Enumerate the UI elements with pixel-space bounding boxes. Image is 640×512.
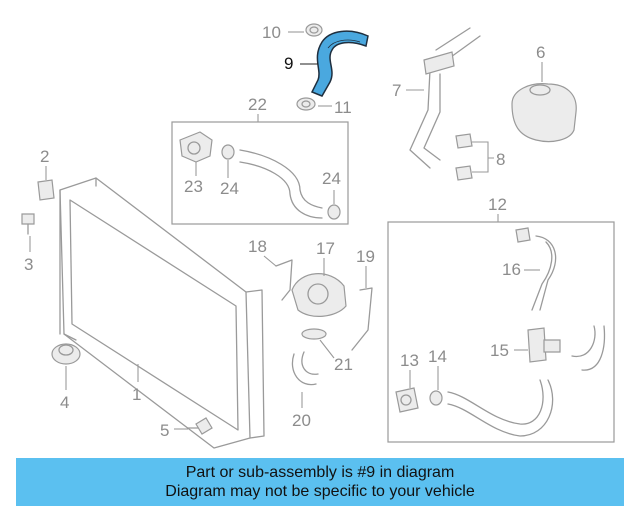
radiator-part-1 (59, 177, 265, 449)
callout-8: 8 (496, 150, 505, 169)
callout-12: 12 (488, 195, 507, 214)
expansion-tank-part-6 (511, 83, 577, 143)
water-pump-part-17 (291, 273, 347, 317)
pipe-assembly-part-7 (409, 27, 481, 169)
clamp-part-24a (221, 144, 235, 160)
banner-line-1: Part or sub-assembly is #9 in diagram (185, 464, 455, 481)
callout-7: 7 (392, 81, 401, 100)
bolt-part-3 (21, 213, 35, 235)
connectors-part-8 (455, 133, 473, 181)
bracket-part-2 (37, 179, 55, 201)
hose-right-box-12 (571, 325, 606, 371)
callout-24b: 24 (322, 169, 341, 188)
callout-11: 11 (334, 98, 352, 117)
clamp-part-11 (296, 97, 316, 111)
callout-23: 23 (184, 177, 203, 196)
callout-13: 13 (400, 351, 419, 370)
clamp-part-24b (327, 204, 341, 220)
flange-part-13 (395, 387, 419, 413)
elbow-hose-part-20 (291, 351, 319, 386)
bolt-part-5 (187, 417, 213, 435)
callout-3: 3 (24, 255, 33, 274)
callout-21: 21 (334, 355, 353, 374)
highlighted-hose-part-9[interactable] (310, 30, 369, 97)
clamp-part-10 (305, 23, 323, 37)
banner-line-2: Diagram may not be specific to your vehi… (165, 483, 475, 500)
callout-5: 5 (160, 421, 169, 440)
callout-4: 4 (60, 393, 69, 412)
callout-14: 14 (428, 347, 447, 366)
callout-24a: 24 (220, 179, 239, 198)
parts-diagram: 9 10 11 22 23 24 24 1 2 (21, 23, 615, 449)
seal-part-21 (301, 328, 327, 340)
mount-part-4 (51, 343, 81, 365)
callout-9: 9 (284, 54, 293, 73)
callout-20: 20 (292, 411, 311, 430)
hose-lower-box-12 (447, 379, 554, 437)
callout-6: 6 (536, 43, 545, 62)
callout-10: 10 (262, 23, 281, 42)
callout-18: 18 (248, 237, 267, 256)
bracket-part-18 (275, 259, 293, 301)
callout-17: 17 (316, 239, 335, 258)
bracket-part-19 (351, 287, 373, 351)
hose-part-16 (531, 235, 557, 311)
group-box-22 (171, 121, 349, 225)
hose-in-box-22 (239, 149, 323, 219)
tee-connector-part-15 (527, 327, 561, 363)
callout-1: 1 (132, 385, 141, 404)
flange-part-23 (179, 131, 213, 163)
callout-2: 2 (40, 147, 49, 166)
clamp-part-14 (429, 390, 443, 406)
group-box-12 (387, 221, 615, 443)
hose-end-box-12 (515, 227, 531, 243)
callout-16: 16 (502, 260, 521, 279)
callout-22: 22 (248, 95, 267, 114)
info-banner: Part or sub-assembly is #9 in diagram Di… (16, 458, 624, 506)
callout-19: 19 (356, 247, 375, 266)
callout-15: 15 (490, 341, 509, 360)
